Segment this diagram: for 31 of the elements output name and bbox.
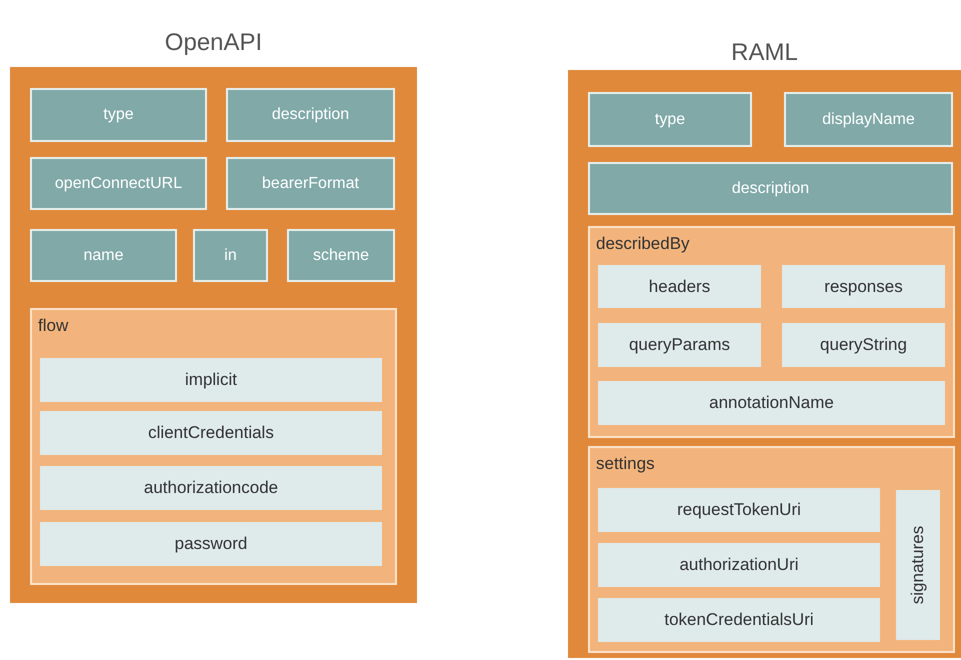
field-box: name — [30, 229, 177, 282]
group-heading: flow — [38, 316, 68, 336]
field-box: displayName — [784, 92, 953, 147]
field-box: type — [588, 92, 752, 147]
property-box: implicit — [40, 358, 382, 402]
property-box: queryString — [782, 323, 945, 367]
property-box: signatures — [896, 490, 940, 640]
panel-title: OpenAPI — [164, 29, 264, 57]
field-box: description — [588, 162, 953, 215]
field-box: scheme — [287, 229, 395, 282]
property-box: authorizationUri — [598, 543, 880, 587]
property-box: headers — [598, 265, 761, 308]
property-box: annotationName — [598, 381, 945, 425]
panel-title: RAML — [730, 39, 799, 67]
property-box: responses — [782, 265, 945, 308]
group-panel — [588, 226, 955, 438]
field-box: type — [30, 88, 207, 142]
property-box: clientCredentials — [40, 411, 382, 455]
property-box: password — [40, 522, 382, 566]
property-box: requestTokenUri — [598, 488, 880, 532]
group-heading: settings — [596, 454, 655, 474]
group-panel — [30, 308, 397, 585]
field-box: description — [226, 88, 395, 142]
field-box: openConnectURL — [30, 157, 207, 210]
group-heading: describedBy — [596, 234, 690, 254]
property-box: authorizationcode — [40, 466, 382, 510]
field-box: bearerFormat — [226, 157, 395, 210]
field-box: in — [193, 229, 268, 282]
group-panel — [588, 446, 955, 653]
property-box: tokenCredentialsUri — [598, 598, 880, 642]
property-box: queryParams — [598, 323, 761, 367]
